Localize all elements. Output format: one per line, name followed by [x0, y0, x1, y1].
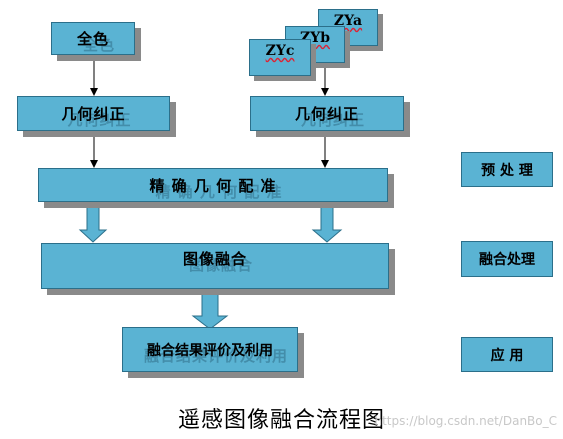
- block-arrow-bottom: [191, 287, 229, 330]
- node-geo-left: 几何纠正 几何纠正: [17, 96, 170, 131]
- watermark-text: https://blog.csdn.net/DanBo_C: [374, 414, 557, 428]
- node-full-color-label: 全色: [76, 30, 109, 48]
- stage-preprocess-label: 预 处 理: [481, 162, 533, 179]
- block-arrow-right: [311, 201, 343, 243]
- doc-zyc-label: ZYc: [265, 43, 295, 59]
- node-registration: 精 确 几 何 配 准 精 确 几 何 配 准: [38, 168, 388, 202]
- node-registration-label: 精 确 几 何 配 准: [149, 176, 277, 195]
- node-geo-right: 几何纠正 几何纠正: [250, 96, 404, 131]
- node-registration-shadow-text: 精 确 几 何 配 准: [155, 182, 283, 201]
- stage-application-label: 应 用: [490, 347, 524, 364]
- stage-fusion-process: 融合处理: [461, 241, 553, 277]
- node-geo-right-shadow-text: 几何纠正: [300, 111, 365, 129]
- node-geo-right-label: 几何纠正: [294, 105, 359, 123]
- stage-application: 应 用: [461, 337, 553, 372]
- node-geo-left-shadow-text: 几何纠正: [67, 111, 132, 129]
- node-fusion-shadow-text: 图像融合: [188, 256, 253, 274]
- stage-fusion-process-label: 融合处理: [479, 252, 535, 268]
- node-fusion: 图像融合 图像融合: [41, 243, 389, 289]
- diagram-caption: 遥感图像融合流程图: [177, 408, 385, 433]
- node-full-color-shadow-text: 全色: [82, 36, 115, 54]
- node-evaluation-label: 融合结果评价及利用: [147, 342, 273, 359]
- node-geo-left-label: 几何纠正: [61, 105, 126, 123]
- doc-zyc: ZYc: [249, 39, 311, 76]
- node-fusion-label: 图像融合: [182, 250, 247, 268]
- node-full-color: 全色 全色: [51, 22, 135, 55]
- node-evaluation: 融合结果评价及利用 融合结果评价及利用: [122, 327, 298, 372]
- node-evaluation-shadow-text: 融合结果评价及利用: [143, 347, 288, 365]
- doc-zya-label: ZYa: [333, 13, 363, 29]
- block-arrow-left: [78, 201, 108, 243]
- stage-preprocess: 预 处 理: [461, 152, 553, 187]
